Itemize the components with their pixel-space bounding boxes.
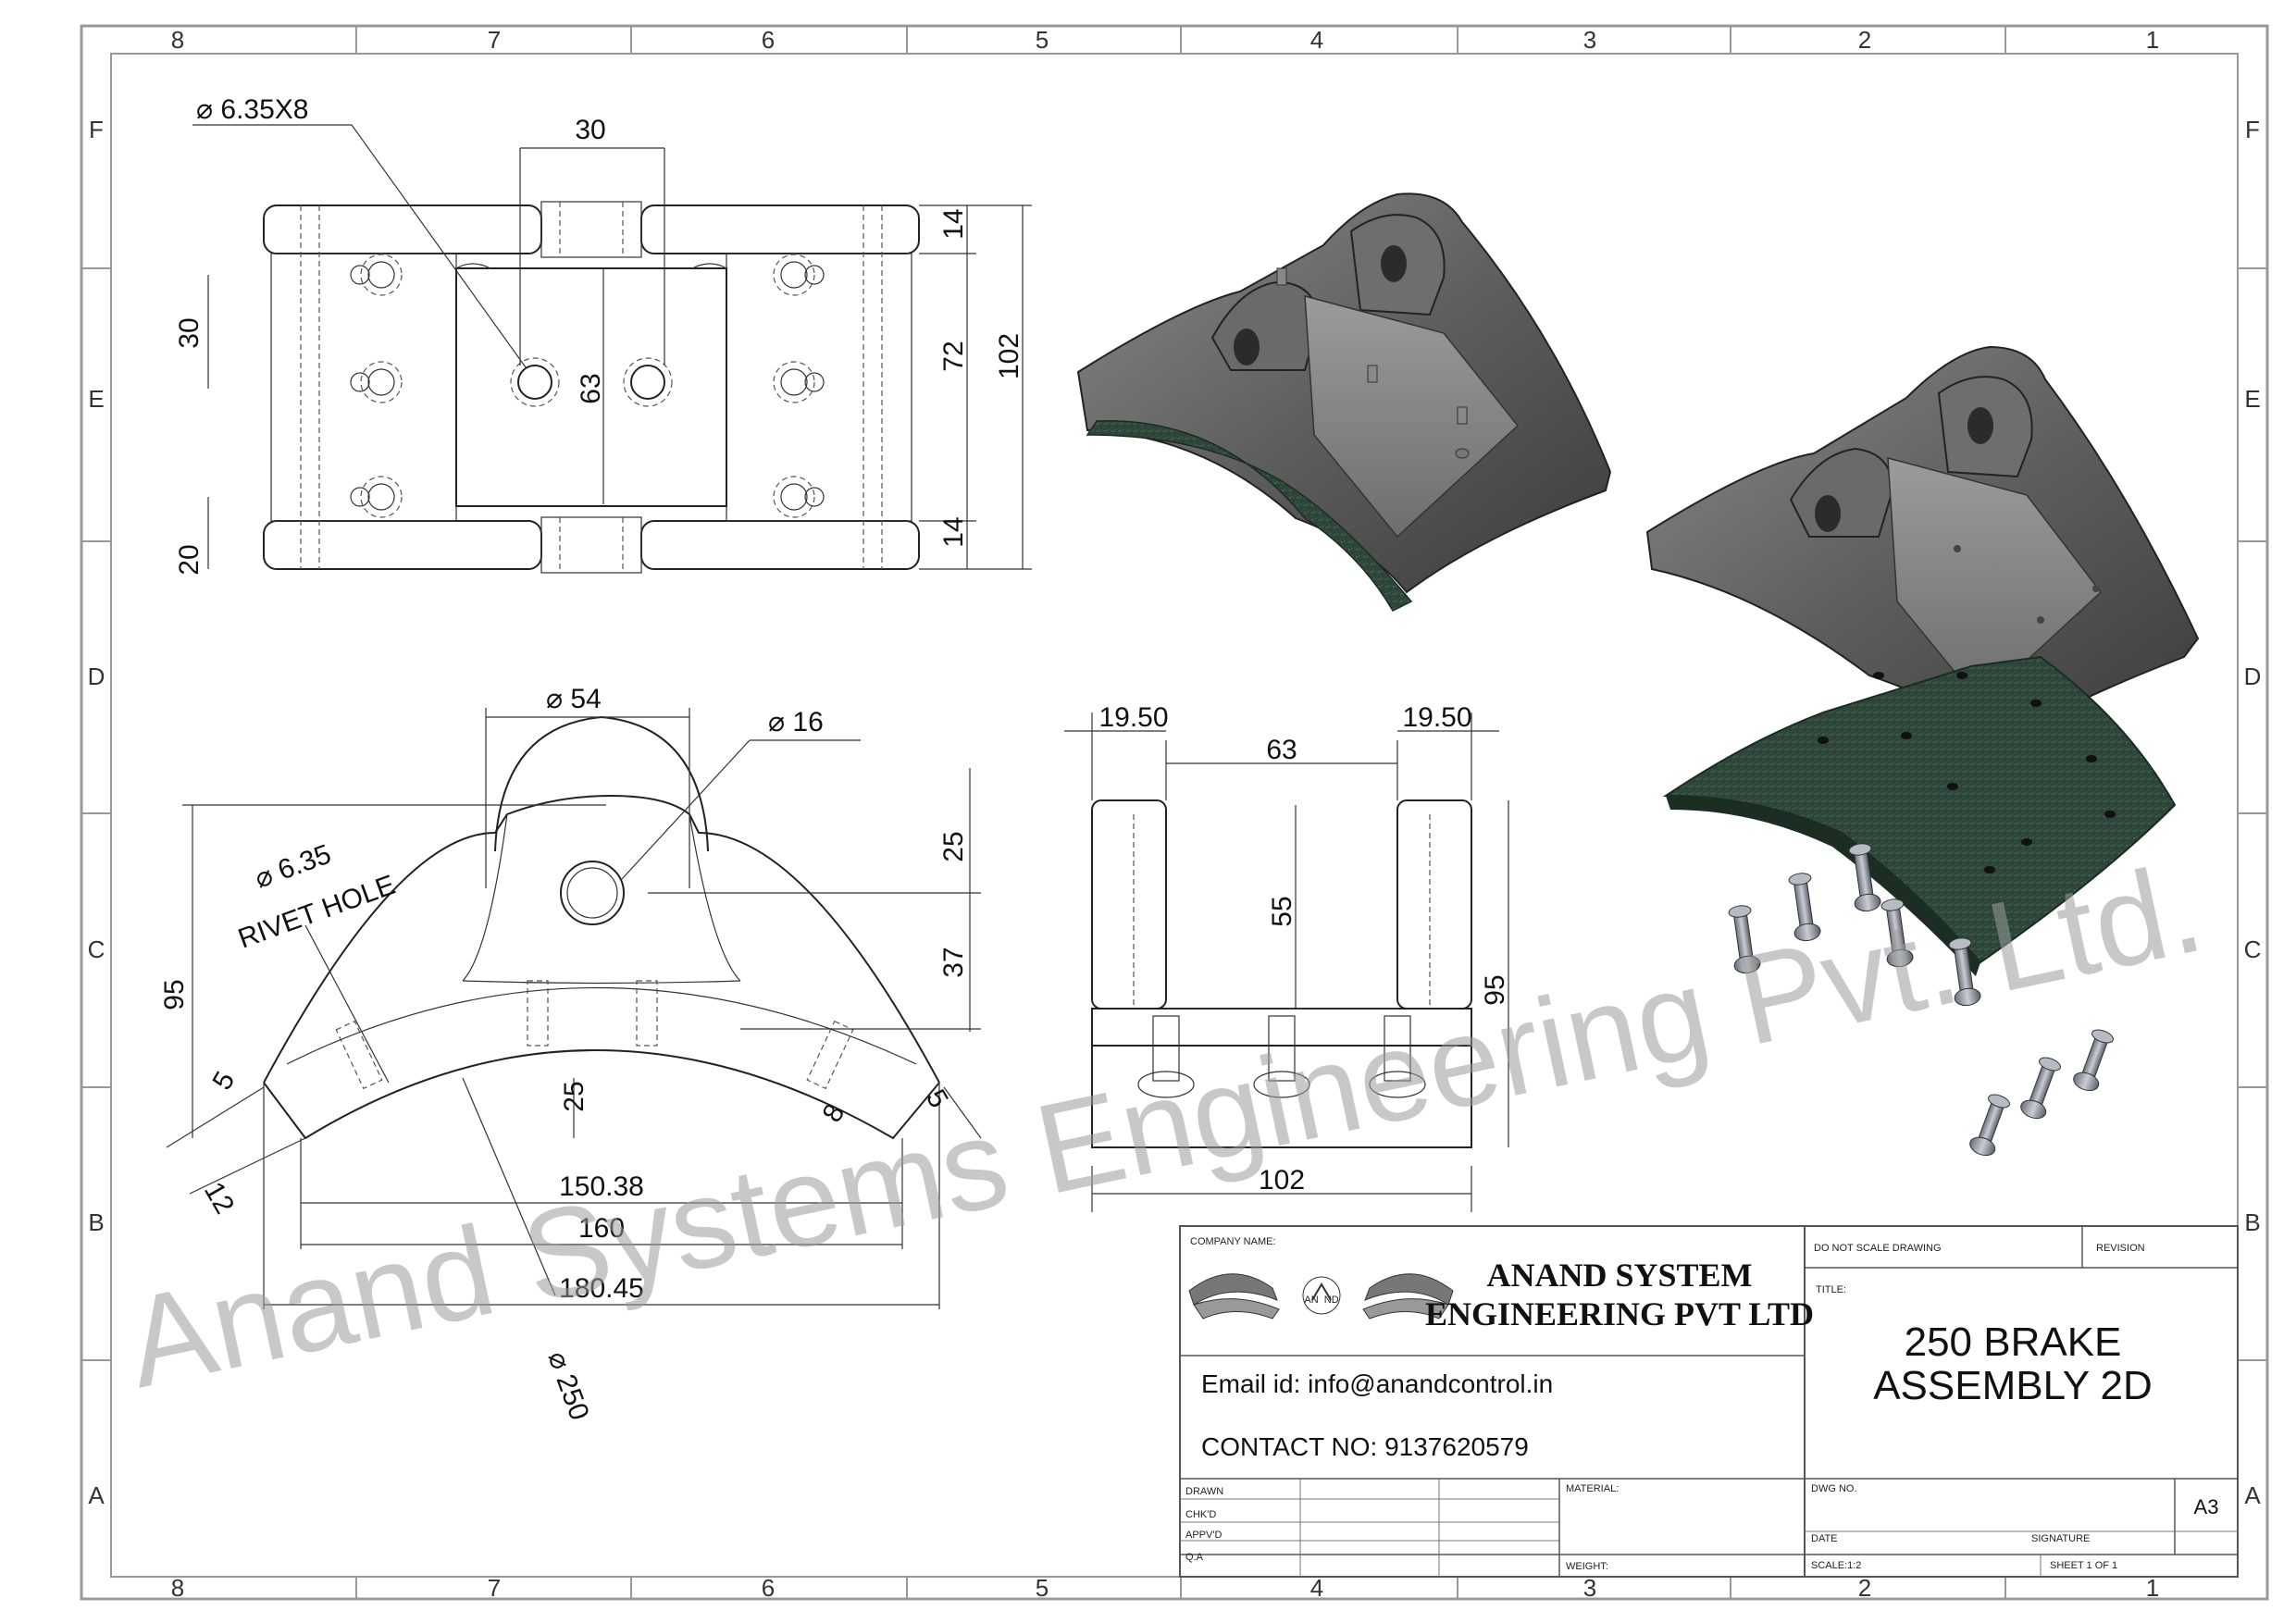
tb-weight: WEIGHT: [1566,1561,1608,1572]
dim-inner-63: 63 [1266,735,1297,765]
tb-dwg-no: DWG NO. [1811,1483,1857,1494]
dim-slot-width: 30 [575,115,605,145]
zone-row-left-E: E [88,385,104,413]
zone-col-top-2: 2 [1858,26,1871,54]
dim-height-55: 55 [1267,896,1297,926]
zone-col-top-8: 8 [171,26,184,54]
iso-view-assembled [1076,192,1612,612]
tb-title-line2: ASSEMBLY 2D [1873,1363,2153,1408]
zone-row-left-B: B [88,1208,104,1236]
dim-chord-160: 160 [578,1213,625,1244]
zone-row-right-A: A [2244,1481,2261,1509]
dim-right-72: 72 [938,341,969,371]
front-view: ⌀ 54 ⌀ 16 ⌀ 6.35 RIVET HOLE 95 25 37 25 … [159,684,982,1424]
tb-scale: SCALE:1:2 [1811,1560,1861,1571]
tb-company-line2: ENGINEERING PVT LTD [1425,1295,1814,1332]
dim-right-19: 19.50 [1402,702,1471,733]
tb-material: MATERIAL: [1566,1483,1619,1494]
dim-chord-150: 150.38 [559,1171,644,1202]
dim-hole-callout: ⌀ 6.35X8 [196,94,309,125]
zone-row-left-A: A [88,1481,105,1509]
dim-inner-length: 63 [576,373,606,403]
tb-do-not-scale: DO NOT SCALE DRAWING [1814,1243,1942,1254]
tb-email: Email id: info@anandcontrol.in [1201,1369,1553,1398]
dim-end-12: 12 [198,1177,240,1219]
dim-right-14-top: 14 [938,208,969,239]
zone-col-bottom-6: 6 [762,1574,775,1602]
company-logo: AN ND [1188,1273,1454,1319]
tb-appvd: APPV'D [1185,1530,1222,1541]
title-block: COMPANY NAME: AN ND ANAND SYSTEM ENGINEE… [1179,1225,2239,1578]
dim-radius-250: ⌀ 250 [541,1347,594,1424]
zone-row-right-E: E [2244,385,2260,413]
dim-end-5-left: 5 [206,1067,241,1096]
top-view: ⌀ 6.35X8 30 63 30 20 14 72 14 102 [174,94,1032,576]
zone-col-top-5: 5 [1036,26,1049,54]
zone-row-right-B: B [2244,1208,2260,1236]
tb-size: A3 [2194,1495,2219,1518]
zone-col-top-4: 4 [1310,26,1323,54]
tb-sheet: SHEET 1 OF 1 [2050,1560,2117,1571]
logo-text: AN ND [1304,1295,1338,1306]
zone-col-top-3: 3 [1583,26,1596,54]
dim-pin-dia: ⌀ 16 [768,707,824,737]
tb-date: DATE [1811,1533,1838,1544]
tb-title-line1: 250 BRAKE [1905,1319,2122,1365]
zone-col-bottom-3: 3 [1583,1574,1596,1602]
zone-col-bottom-5: 5 [1036,1574,1049,1602]
zone-row-right-F: F [2245,116,2260,143]
zone-col-top-1: 1 [2146,26,2159,54]
tb-chkd: CHK'D [1185,1509,1216,1520]
tb-qa: Q.A [1185,1552,1204,1563]
side-view: 19.50 19.50 63 55 95 102 [1064,702,1510,1212]
tb-contact: CONTACT NO: 9137620579 [1201,1432,1529,1461]
zone-col-bottom-4: 4 [1310,1574,1323,1602]
dim-width-102: 102 [1259,1165,1305,1196]
tb-title-label: TITLE: [1816,1284,1846,1295]
dim-height-95: 95 [159,979,190,1010]
zone-row-left-F: F [89,116,104,143]
zone-col-bottom-2: 2 [1858,1574,1871,1602]
dim-rivet-dia: ⌀ 6.35 [251,839,335,895]
dim-left-19: 19.50 [1098,702,1168,733]
zone-col-top-7: 7 [488,26,501,54]
tb-drawn: DRAWN [1185,1486,1223,1497]
zone-labels: 8 7 6 5 4 3 2 1 8 7 6 5 4 3 2 1 F E D C … [88,26,2262,1602]
zone-row-right-D: D [2244,663,2262,690]
dim-left-20: 20 [174,544,205,575]
dim-left-30: 30 [174,317,205,348]
sheet-border [80,24,2269,1601]
zone-row-left-D: D [88,663,105,690]
zone-col-bottom-1: 1 [2146,1574,2159,1602]
tb-signature: SIGNATURE [2031,1533,2090,1544]
zone-row-right-C: C [2244,935,2262,963]
zone-col-bottom-8: 8 [171,1574,184,1602]
dim-chord-180: 180.45 [559,1273,644,1304]
tb-revision: REVISION [2096,1243,2145,1254]
zone-col-top-6: 6 [762,26,775,54]
dim-lining-25: 25 [559,1081,590,1111]
zone-row-left-C: C [88,935,105,963]
tb-company-name-label: COMPANY NAME: [1190,1236,1276,1247]
dim-overall-102: 102 [994,333,1024,379]
zone-col-bottom-7: 7 [488,1574,501,1602]
dim-mid-37: 37 [938,947,969,977]
dim-top-25: 25 [938,831,969,861]
dim-boss-dia: ⌀ 54 [546,684,602,714]
tb-company-line1: ANAND SYSTEM [1486,1257,1752,1294]
iso-view-exploded [1645,345,2200,1157]
dim-right-14-bottom: 14 [938,516,969,547]
dim-height-95: 95 [1480,974,1510,1005]
